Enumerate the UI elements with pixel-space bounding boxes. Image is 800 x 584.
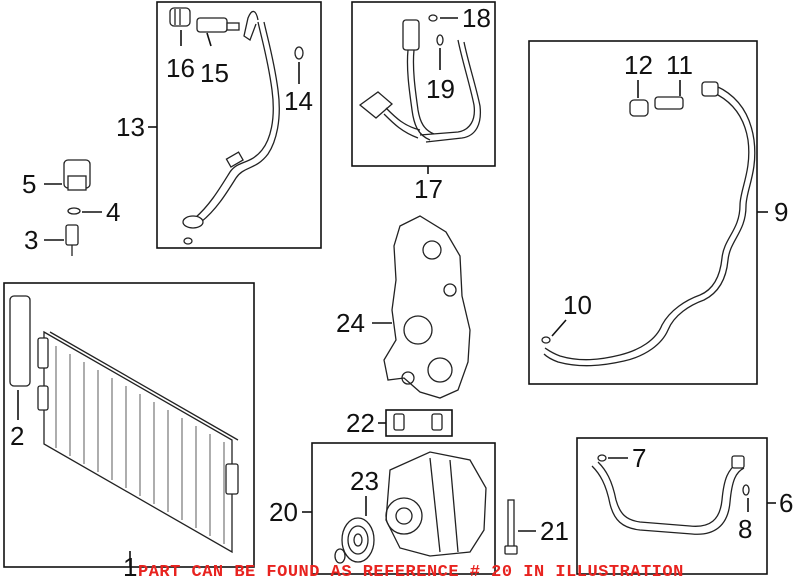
callout-21: 21	[540, 516, 569, 546]
callout-11: 11	[666, 50, 693, 80]
compressor-part	[334, 451, 487, 564]
liquid-line-part	[358, 14, 482, 143]
box-13-suction-hose-group	[156, 1, 322, 249]
callout-13: 13	[116, 112, 145, 142]
pressure-switch-part	[63, 159, 91, 256]
callout-18: 18	[462, 3, 491, 33]
box-20-compressor-group	[311, 442, 496, 575]
suction-hose-part	[182, 10, 304, 245]
box-6-hose-group	[576, 437, 768, 575]
hose-6-part	[591, 454, 750, 535]
discharge-line-part	[541, 81, 756, 367]
callout-1: 1	[123, 552, 137, 582]
callout-3: 3	[24, 225, 38, 255]
callout-5: 5	[22, 169, 36, 199]
callout-8: 8	[738, 514, 752, 544]
box-9-discharge-line-group	[528, 40, 758, 385]
box-1-condenser-group	[3, 282, 255, 568]
callout-23: 23	[350, 466, 379, 496]
callout-16: 16	[166, 53, 195, 83]
box-17-liquid-line-group	[351, 1, 496, 167]
bolt-part	[504, 499, 518, 555]
callout-12: 12	[624, 50, 653, 80]
callout-24: 24	[336, 308, 365, 338]
callout-14: 14	[284, 86, 313, 116]
callout-20: 20	[269, 497, 298, 527]
callout-9: 9	[774, 197, 788, 227]
bushing-part	[393, 413, 443, 431]
callout-22: 22	[346, 408, 375, 438]
valve-core-part	[169, 7, 240, 33]
callout-4: 4	[106, 197, 120, 227]
callout-2: 2	[10, 421, 24, 451]
callout-15: 15	[200, 58, 229, 88]
leader-lines	[17, 17, 776, 567]
condenser-part	[9, 295, 239, 554]
callout-19: 19	[426, 74, 455, 104]
compressor-bracket-part	[383, 215, 471, 399]
callout-17: 17	[414, 174, 443, 204]
callout-7: 7	[632, 443, 646, 473]
callout-10: 10	[563, 290, 592, 320]
reference-notice: PART CAN BE FOUND AS REFERENCE # 20 IN I…	[138, 563, 684, 582]
callout-6: 6	[779, 488, 793, 518]
